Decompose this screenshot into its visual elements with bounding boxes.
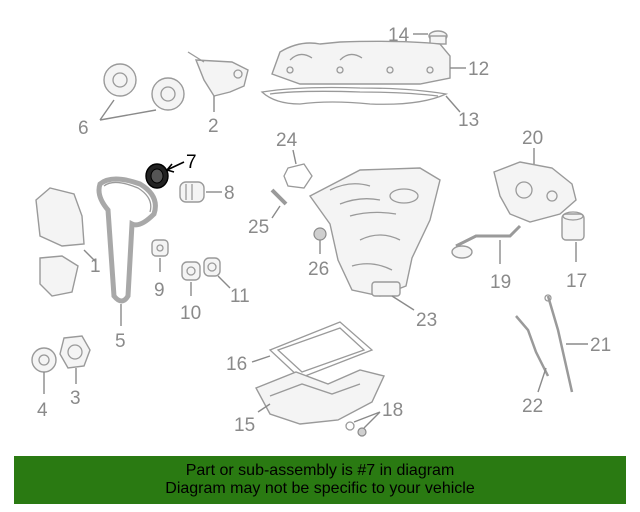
- idler-pulley: [179, 181, 205, 203]
- crank-sprocket: [31, 347, 57, 373]
- callout-16: 16: [226, 354, 247, 375]
- leader-line-18: [353, 411, 381, 429]
- drain-plug: [345, 421, 367, 437]
- leader-line-24: [292, 149, 297, 165]
- callout-3: 3: [70, 388, 81, 409]
- banner-line-disclaimer: Diagram may not be specific to your vehi…: [165, 480, 475, 497]
- dipstick-tube: [515, 315, 550, 377]
- callout-15: 15: [234, 415, 255, 436]
- callout-6: 6: [78, 118, 89, 139]
- leader-line-1: [83, 249, 97, 263]
- leader-line-15: [257, 403, 271, 413]
- dipstick: [544, 294, 574, 393]
- oil-pan: [255, 369, 385, 425]
- camshaft-sprockets: [103, 63, 185, 111]
- callout-2: 2: [208, 116, 219, 137]
- callout-14: 14: [388, 25, 410, 46]
- leader-line-25: [271, 205, 281, 219]
- oil-filler-cap: [428, 30, 448, 45]
- callout-1: 1: [90, 256, 101, 277]
- oil-pan-gasket: [268, 321, 374, 379]
- callout-26: 26: [308, 259, 329, 280]
- oil-pump: [493, 161, 577, 223]
- leader-line-13: [445, 95, 461, 113]
- valve-cover: [271, 40, 451, 85]
- manifold-sensor: [313, 227, 327, 241]
- callout-23: 23: [416, 310, 437, 331]
- callout-18: 18: [382, 400, 403, 421]
- crank-seal: [59, 335, 91, 369]
- intake-gasket: [283, 163, 313, 189]
- oil-filter: [561, 211, 585, 241]
- banner-line-part: Part or sub-assembly is #7 in diagram: [185, 462, 455, 479]
- callout-10: 10: [180, 303, 201, 324]
- leader-line-16: [251, 355, 271, 363]
- leader-line-22: [537, 367, 547, 393]
- callout-5: 5: [115, 331, 126, 352]
- callout-4: 4: [37, 400, 48, 421]
- callout-11: 11: [230, 286, 250, 307]
- callout-13: 13: [458, 110, 479, 131]
- crank-pulleys: [181, 257, 221, 281]
- leader-line-7: [166, 161, 185, 173]
- callout-9: 9: [154, 280, 165, 301]
- info-banner: Part or sub-assembly is #7 in diagram Di…: [14, 456, 626, 504]
- intake-manifold: [308, 167, 441, 297]
- callout-24: 24: [276, 130, 298, 151]
- leader-line-6: [99, 99, 157, 121]
- callout-12: 12: [468, 59, 489, 80]
- cam-sensor-bracket: [187, 51, 249, 97]
- valve-cover-gasket: [260, 86, 449, 105]
- callout-21: 21: [590, 335, 611, 356]
- callout-19: 19: [490, 272, 511, 293]
- callout-25: 25: [248, 217, 269, 238]
- timing-belt: [96, 176, 158, 304]
- callout-20: 20: [522, 128, 543, 149]
- stud-bolt: [270, 188, 288, 206]
- callout-22: 22: [522, 396, 543, 417]
- oil-pickup-tube: [451, 224, 522, 259]
- parts-diagram: 14 12 13 6 2 7 8: [31, 25, 611, 437]
- idler-pulley-small: [151, 239, 169, 257]
- timing-cover: [35, 187, 85, 297]
- callout-17: 17: [566, 271, 587, 292]
- leader-line-23: [391, 295, 415, 311]
- callout-7: 7: [186, 152, 197, 173]
- callout-8: 8: [224, 183, 235, 204]
- leader-line-11: [217, 275, 231, 289]
- tensioner-pulley: [145, 163, 169, 189]
